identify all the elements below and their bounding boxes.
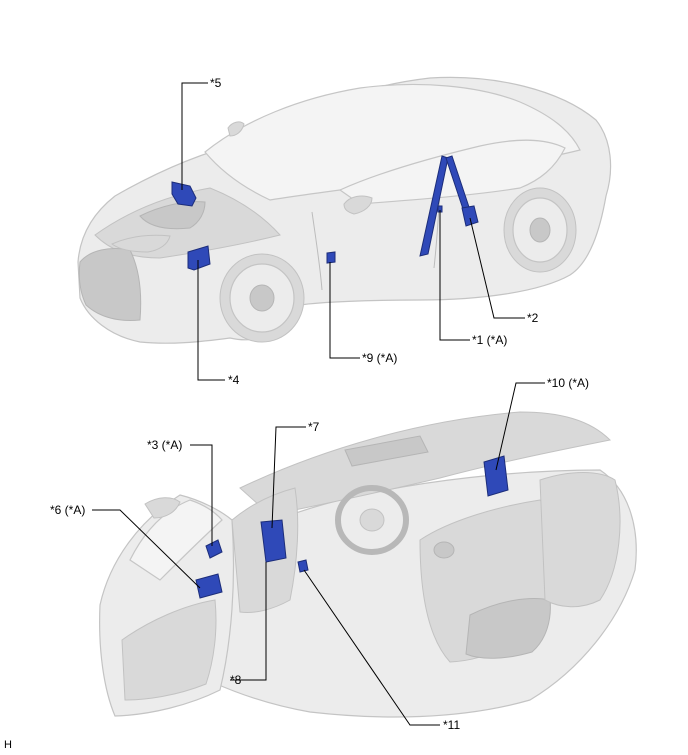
component-5-ecu (171, 181, 197, 207)
component-9-sensor (326, 251, 336, 264)
vehicle-exterior-illustration (77, 76, 612, 344)
leader-lines-exterior (181, 82, 525, 381)
component-10-module (483, 455, 509, 497)
leader-lines-interior (92, 382, 545, 726)
component-1-seat-belt (419, 155, 449, 257)
component-7-ecu (260, 519, 287, 563)
callout-5: *5 (210, 76, 222, 90)
callout-1: *1 (*A) (472, 333, 507, 347)
callout-4: *4 (228, 373, 240, 387)
callout-7: *7 (308, 420, 320, 434)
component-2-retractor (445, 155, 479, 227)
component-6-switch (195, 573, 223, 599)
component-3-switch (205, 539, 223, 559)
callout-6: *6 (*A) (50, 503, 85, 517)
component-11-sensor (297, 559, 309, 573)
callout-3: *3 (*A) (147, 438, 182, 452)
callout-8: *8 (230, 673, 242, 687)
callout-10: *10 (*A) (547, 376, 589, 390)
vehicle-interior-illustration (99, 411, 637, 718)
callout-11: *11 (443, 718, 460, 732)
component-4-ecu (187, 245, 211, 271)
figure-code: H (4, 739, 12, 751)
callout-2: *2 (527, 311, 539, 325)
callout-9: *9 (*A) (362, 351, 397, 365)
